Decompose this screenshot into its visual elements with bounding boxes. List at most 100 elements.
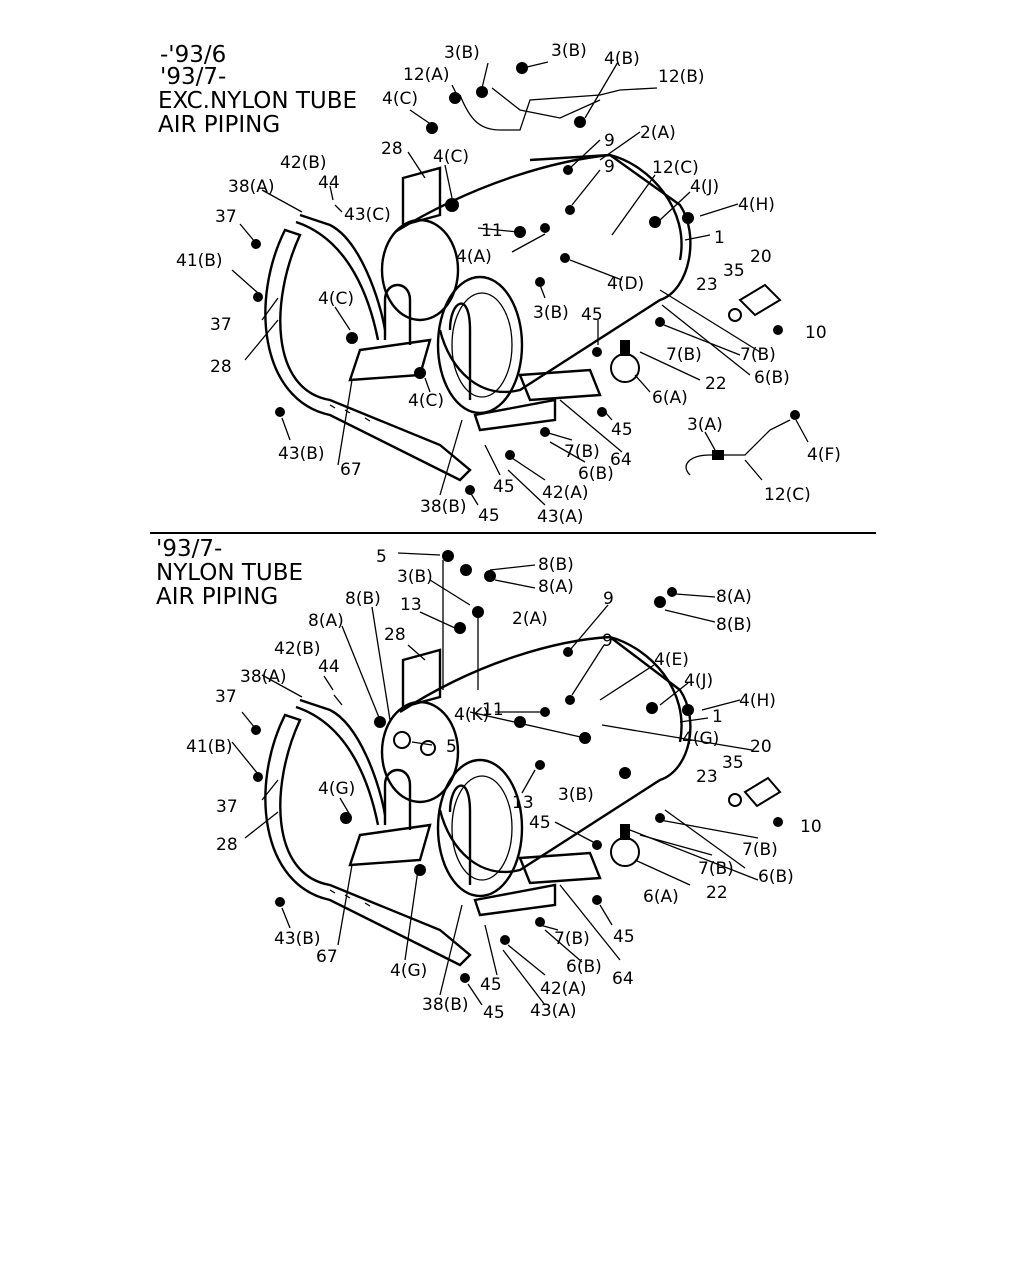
callout-label: 41(B)	[176, 251, 223, 271]
callout-label: 3(B)	[551, 41, 587, 61]
callout-label: 5	[446, 737, 457, 757]
callout-label: 4(A)	[456, 247, 492, 267]
callout-label: 6(B)	[578, 464, 614, 484]
callout-label: 43(B)	[278, 444, 325, 464]
callout-label: 6(B)	[758, 867, 794, 887]
callout-label: 37	[215, 207, 237, 227]
callout-label: 1	[712, 707, 723, 727]
callout-label: 37	[210, 315, 232, 335]
callout-label: 4(H)	[738, 195, 775, 215]
callout-label: 67	[316, 947, 338, 967]
air-tank-drawing-2	[251, 550, 783, 983]
callout-label: 22	[705, 374, 727, 394]
callout-label: 9	[603, 589, 614, 609]
callout-label: 44	[318, 657, 340, 677]
callout-label: 7(B)	[666, 345, 702, 365]
callout-label: 7(B)	[740, 345, 776, 365]
callout-label: 28	[381, 139, 403, 159]
callout-label: 12(C)	[764, 485, 811, 505]
callout-label: 20	[750, 737, 772, 757]
callout-label: 4(G)	[318, 779, 355, 799]
callout-label: 4(F)	[807, 445, 841, 465]
callout-label: 12(C)	[652, 158, 699, 178]
callout-label: 2(A)	[640, 123, 676, 143]
callout-label: 8(A)	[716, 587, 752, 607]
section-2-title-line-2: NYLON TUBE	[156, 560, 303, 586]
callout-label: 8(B)	[716, 615, 752, 635]
callout-label: 28	[384, 625, 406, 645]
callout-label: 67	[340, 460, 362, 480]
leader-lines-1	[231, 61, 809, 506]
callout-label: 9	[602, 631, 613, 651]
callout-label: 64	[610, 450, 632, 470]
callout-label: 6(B)	[566, 957, 602, 977]
callout-label: 35	[723, 261, 745, 281]
callout-label: 4(C)	[408, 391, 444, 411]
callout-label: 3(B)	[533, 303, 569, 323]
callout-label: 12(A)	[403, 65, 450, 85]
callout-label: 43(B)	[274, 929, 321, 949]
callout-label: 42(B)	[280, 153, 327, 173]
callout-label: 4(C)	[318, 289, 354, 309]
callout-label: 28	[210, 357, 232, 377]
callout-label: 5	[376, 547, 387, 567]
air-tank-drawing-1	[251, 62, 800, 495]
section-exc-nylon: -'93/6 '93/7- EXC.NYLON TUBE AIR PIPING	[158, 41, 841, 527]
callout-label: 1	[714, 228, 725, 248]
callout-label: 64	[612, 969, 634, 989]
callout-label: 3(B)	[397, 567, 433, 587]
callout-label: 8(A)	[538, 577, 574, 597]
callout-label: 10	[805, 323, 827, 343]
callout-label: 6(A)	[652, 388, 688, 408]
callout-label: 42(A)	[540, 979, 587, 999]
callout-label: 45	[613, 927, 635, 947]
callout-labels-2: 5 8(B) 3(B) 8(A) 9 8(A) 8(B) 13 2(A) 8(B…	[186, 547, 822, 1023]
callout-label: 4(D)	[607, 274, 644, 294]
callout-label: 11	[481, 221, 503, 241]
callout-label: 13	[400, 595, 422, 615]
callout-label: 4(C)	[433, 147, 469, 167]
callout-label: 2(A)	[512, 609, 548, 629]
callout-label: 4(H)	[739, 691, 776, 711]
callout-label: 3(A)	[687, 415, 723, 435]
callout-label: 43(A)	[537, 507, 584, 527]
callout-label: 28	[216, 835, 238, 855]
callout-label: 4(G)	[682, 729, 719, 749]
callout-label: 3(B)	[558, 785, 594, 805]
callout-label: 23	[696, 767, 718, 787]
callout-label: 8(B)	[538, 555, 574, 575]
callout-label: 4(K)	[454, 705, 489, 725]
callout-label: 9	[604, 157, 615, 177]
callout-label: 45	[480, 975, 502, 995]
callout-label: 37	[215, 687, 237, 707]
callout-label: 37	[216, 797, 238, 817]
callout-label: 4(J)	[690, 177, 719, 197]
callout-label: 4(G)	[390, 961, 427, 981]
callout-label: 4(B)	[604, 49, 640, 69]
callout-label: 13	[512, 793, 534, 813]
callout-label: 7(B)	[564, 442, 600, 462]
callout-label: 3(B)	[444, 43, 480, 63]
callout-label: 38(A)	[228, 177, 275, 197]
callout-label: 4(J)	[684, 671, 713, 691]
callout-label: 45	[529, 813, 551, 833]
leader-lines-2	[231, 552, 759, 1006]
callout-label: 7(B)	[554, 929, 590, 949]
section-1-title-line-2: '93/7-	[160, 64, 226, 90]
callout-labels-1: 3(B) 3(B) 4(B) 12(A) 12(B) 4(C) 28 9 2(A…	[176, 41, 841, 527]
callout-label: 43(A)	[530, 1001, 577, 1021]
callout-label: 8(B)	[345, 589, 381, 609]
callout-label: 10	[800, 817, 822, 837]
callout-label: 6(A)	[643, 887, 679, 907]
callout-label: 45	[581, 305, 603, 325]
callout-label: 45	[493, 477, 515, 497]
callout-label: 8(A)	[308, 611, 344, 631]
callout-label: 38(A)	[240, 667, 287, 687]
callout-label: 45	[478, 506, 500, 526]
section-1-title-line-3: EXC.NYLON TUBE	[158, 88, 357, 114]
section-1-title-line-1: -'93/6	[160, 42, 226, 68]
callout-label: 35	[722, 753, 744, 773]
callout-label: 11	[482, 700, 504, 720]
callout-label: 43(C)	[344, 205, 391, 225]
